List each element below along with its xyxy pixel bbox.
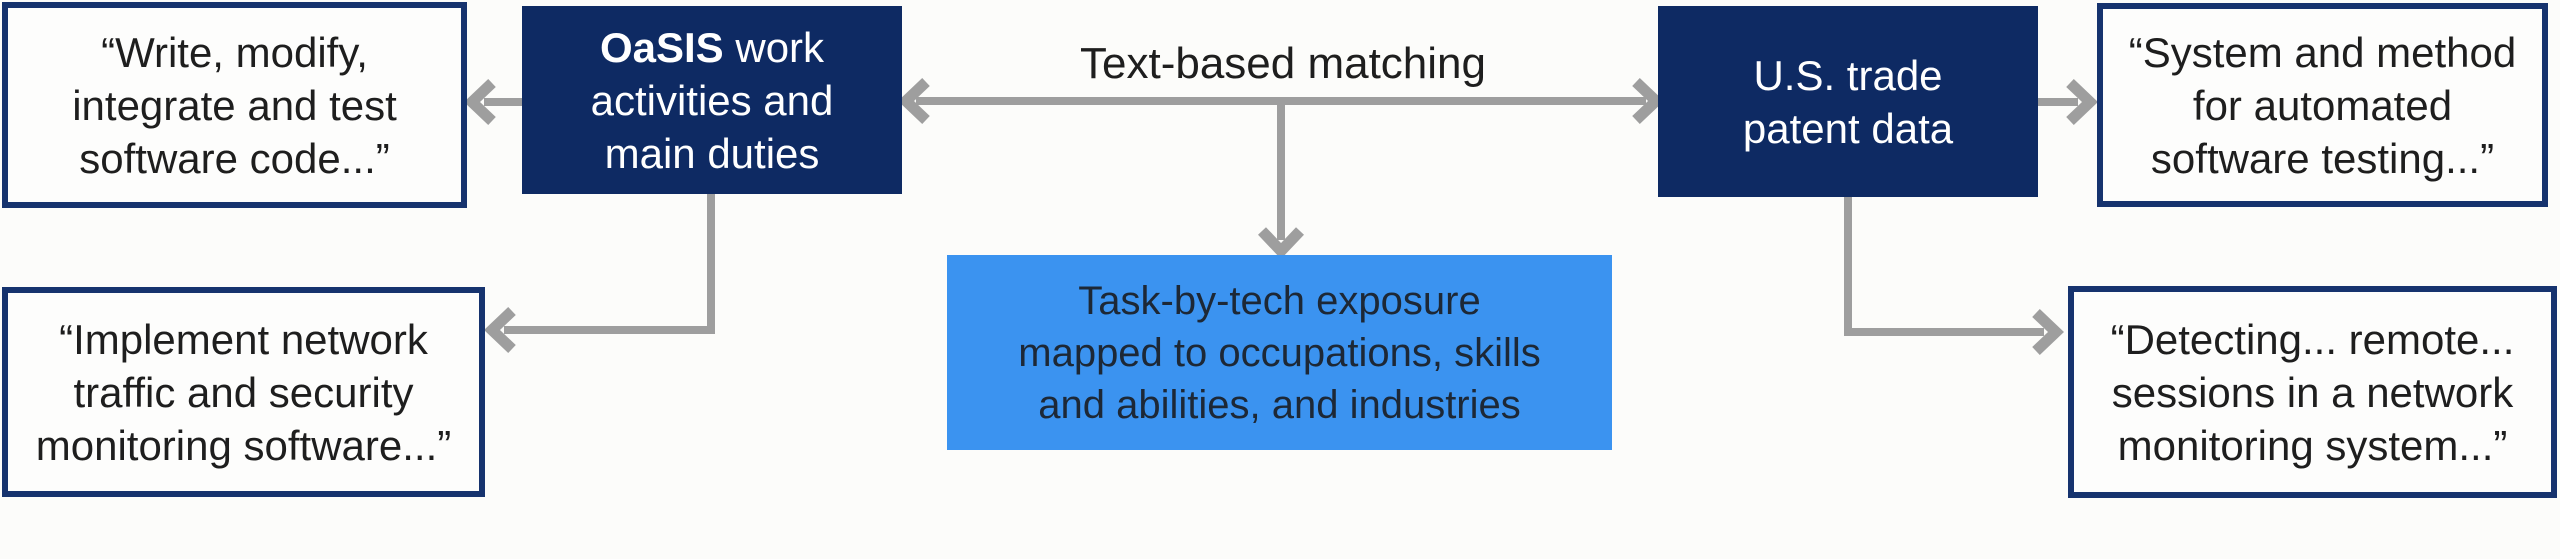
quote-line: integrate and test <box>72 81 397 129</box>
oasis-line-1-rest: work <box>723 23 825 71</box>
quote-line: monitoring system...” <box>2117 421 2508 469</box>
arrow-oasis-to-quote-tl-icon <box>464 79 524 125</box>
quote-line: sessions in a network <box>2111 368 2514 416</box>
task-by-tech-exposure-box: Task-by-tech exposure mapped to occupati… <box>947 255 1612 450</box>
quote-line: monitoring software...” <box>35 421 452 469</box>
quote-line: “Detecting... remote... <box>2110 315 2515 363</box>
arrow-matching-to-exposure-icon <box>1258 101 1304 259</box>
oasis-line-1: OaSIS work <box>600 21 824 74</box>
quote-line: traffic and security <box>73 368 414 416</box>
quote-line: “System and method <box>2128 28 2517 76</box>
text-based-matching-label: Text-based matching <box>1080 39 1486 88</box>
quote-line: for automated <box>2192 81 2453 129</box>
oasis-line-2: activities and <box>590 76 834 124</box>
arrow-patent-to-quote-br-icon <box>1844 197 2064 355</box>
us-trade-patent-data-box: U.S. trade patent data <box>1658 6 2038 197</box>
quote-line: software code...” <box>79 134 390 182</box>
quote-box-write-modify: “Write, modify, integrate and test softw… <box>2 2 467 208</box>
oasis-work-activities-box: OaSIS work activities and main duties <box>522 6 902 194</box>
quote-box-implement-network: “Implement network traffic and security … <box>2 287 485 497</box>
patent-line: U.S. trade <box>1753 51 1943 99</box>
exposure-line: mapped to occupations, skills <box>1018 330 1541 375</box>
oasis-acronym: OaSIS <box>599 23 724 71</box>
exposure-line: Task-by-tech exposure <box>1078 278 1481 323</box>
quote-box-system-method: “System and method for automated softwar… <box>2097 3 2548 207</box>
patent-line: patent data <box>1742 104 1954 152</box>
exposure-line: and abilities, and industries <box>1038 382 1521 427</box>
quote-line: software testing...” <box>2150 134 2495 182</box>
quote-box-detecting-remote: “Detecting... remote... sessions in a ne… <box>2068 286 2557 498</box>
arrow-oasis-to-quote-bl-icon <box>484 194 715 353</box>
quote-line: “Implement network <box>59 315 428 363</box>
arrow-patent-to-quote-tr-icon <box>2038 79 2098 125</box>
quote-line: “Write, modify, <box>101 28 368 76</box>
oasis-line-3: main duties <box>604 129 820 177</box>
